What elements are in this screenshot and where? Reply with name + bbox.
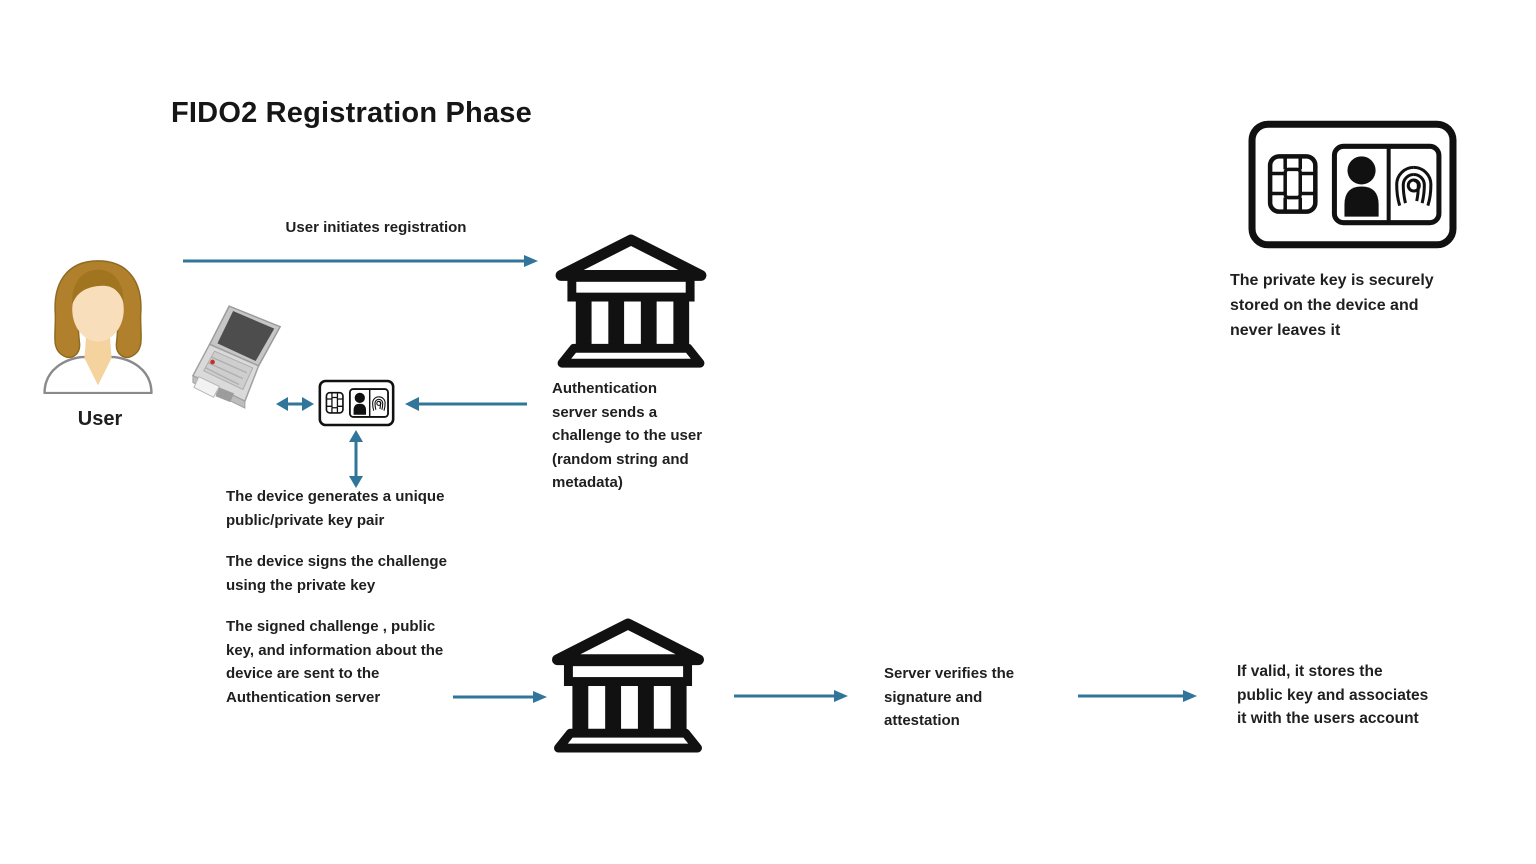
arrow-user-to-server: [183, 255, 538, 267]
auth-server-icon: [550, 234, 712, 372]
step-store-label: If valid, it stores the public key and a…: [1237, 663, 1429, 727]
user-figure-icon: [43, 260, 153, 394]
arrow-laptop-device: [276, 397, 314, 411]
arrow-server-to-device: [405, 397, 527, 411]
arrow-server-to-verify: [734, 690, 848, 702]
step-generate-label: The device generates a unique public/pri…: [226, 488, 445, 529]
step-sign-label: The device signs the challenge using the…: [226, 553, 447, 594]
user-label: User: [77, 408, 123, 430]
laptop-icon: [191, 305, 282, 409]
step-challenge-label: Authentication server sends a challenge …: [552, 380, 703, 491]
arrow-send-to-server: [453, 691, 547, 703]
page-title: FIDO2 Registration Phase: [171, 97, 532, 129]
auth-server-icon-bottom: [545, 618, 711, 757]
security-key-icon-small: [318, 379, 395, 427]
private-key-note: The private key is securely stored on th…: [1230, 272, 1434, 339]
step-verify-label: Server verifies the signature and attest…: [884, 665, 1015, 729]
step-initiate-label: User initiates registration: [285, 219, 467, 236]
security-key-icon-large: [1247, 119, 1458, 250]
arrow-device-keypair: [349, 430, 363, 488]
step-send-label: The signed challenge , public key, and i…: [226, 618, 444, 706]
arrow-verify-to-store: [1078, 690, 1197, 702]
